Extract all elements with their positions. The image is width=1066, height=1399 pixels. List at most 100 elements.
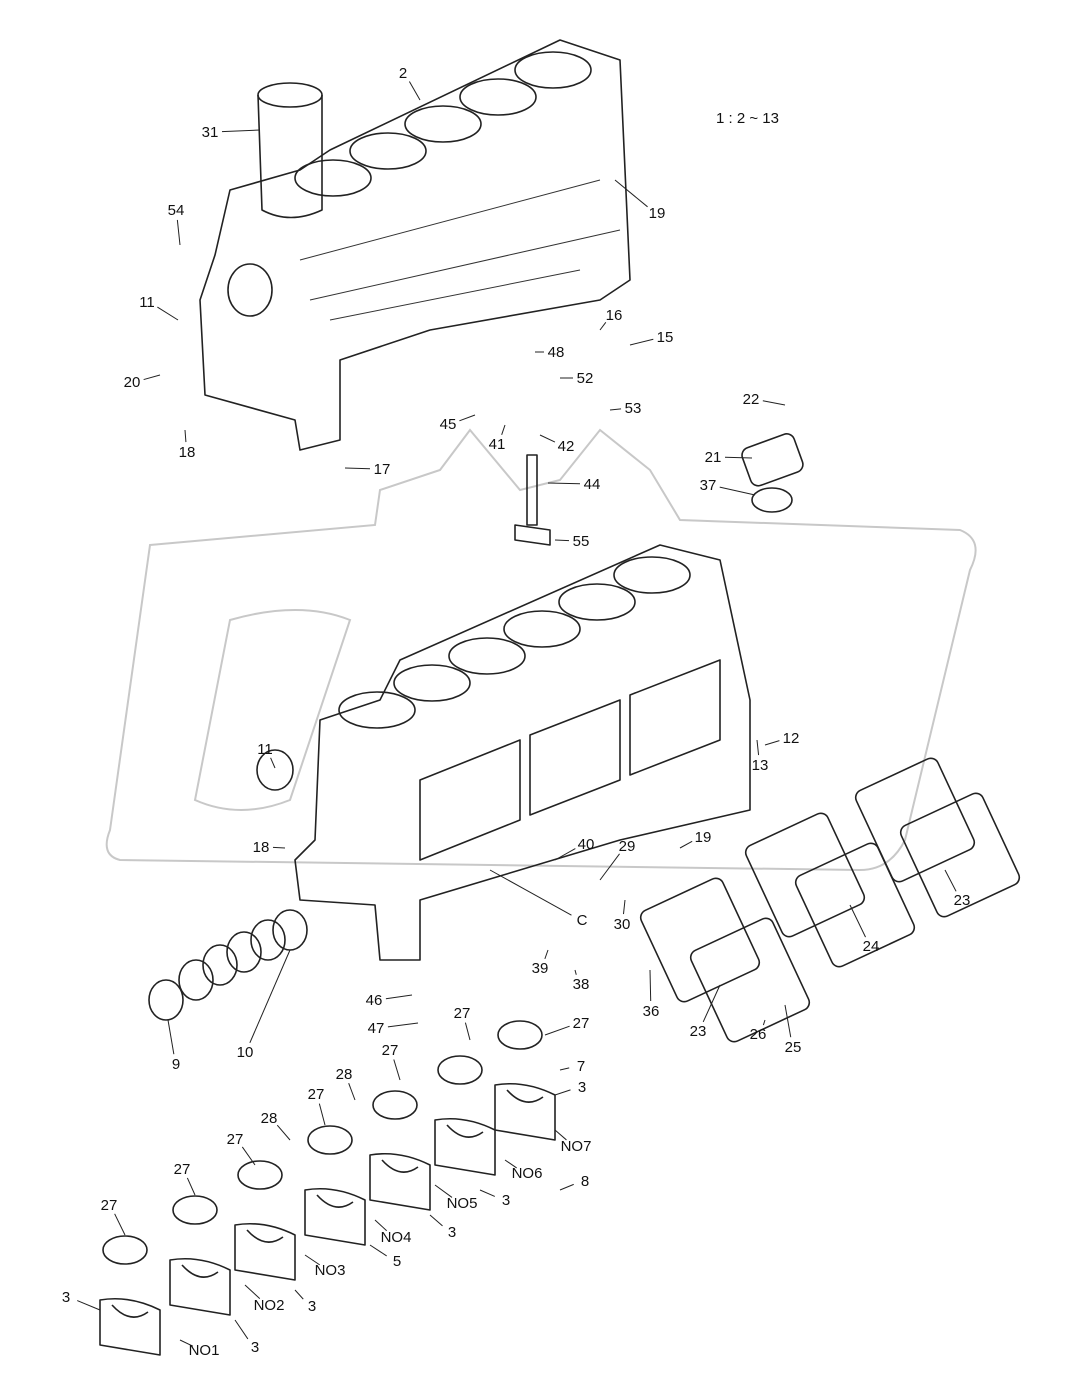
callout-label: 18: [253, 839, 270, 856]
leader-line: [622, 899, 626, 915]
leader-line: [554, 539, 570, 542]
leader-line: [304, 1254, 320, 1266]
callout-label: 20: [124, 374, 141, 391]
leader-line: [272, 846, 286, 849]
bearing-cap: [99, 1297, 161, 1356]
leader-line: [501, 424, 506, 435]
callout-label: 30: [614, 916, 631, 933]
callout-label: NO4: [381, 1229, 412, 1246]
callout-label: NO6: [512, 1165, 543, 1182]
callout-label: 18: [179, 444, 196, 461]
watermark-logo: [105, 428, 977, 872]
callout-label: 28: [336, 1066, 353, 1083]
callout-label: 3: [251, 1339, 259, 1356]
leader-line: [544, 1025, 570, 1036]
leader-line: [764, 740, 780, 746]
cylinder-liner: [257, 82, 323, 219]
leader-line: [114, 1213, 126, 1236]
leader-line: [408, 81, 421, 101]
side-covers-and-gaskets: [514, 433, 1021, 1043]
leader-line: [614, 179, 648, 208]
callout-label: 27: [573, 1015, 590, 1032]
callout-label: 12: [783, 730, 800, 747]
leader-line: [244, 1284, 261, 1299]
leader-line: [385, 994, 413, 1000]
leader-line: [649, 969, 652, 1002]
callout-label: 19: [649, 205, 666, 222]
callout-label: 3: [308, 1298, 316, 1315]
leader-line: [784, 1004, 792, 1038]
leader-line: [559, 1183, 574, 1191]
leader-line: [547, 482, 581, 485]
leader-line: [143, 374, 161, 381]
leader-line: [719, 486, 756, 496]
callout-label: 27: [174, 1161, 191, 1178]
upper-cylinder-block: [199, 39, 631, 451]
callout-label: 25: [785, 1039, 802, 1056]
leader-line: [234, 1319, 249, 1340]
callout-label: NO5: [447, 1195, 478, 1212]
leader-line: [609, 408, 622, 411]
callout-label: 45: [440, 416, 457, 433]
callout-label: 3: [502, 1192, 510, 1209]
callout-label: 27: [382, 1042, 399, 1059]
lower-cylinder-block: [294, 544, 751, 961]
leader-line: [344, 467, 371, 470]
leader-line: [434, 1184, 453, 1198]
callout-label: 3: [448, 1224, 456, 1241]
leader-line: [479, 1189, 495, 1197]
callout-label: 31: [202, 124, 219, 141]
callout-label: 27: [454, 1005, 471, 1022]
callout-label: 13: [752, 757, 769, 774]
callout-label: 9: [172, 1056, 180, 1073]
main-bearing-caps: [99, 1020, 556, 1356]
callout-label: 8: [581, 1173, 589, 1190]
leader-line: [464, 1022, 471, 1041]
leader-line: [762, 400, 786, 406]
callout-label: 22: [743, 391, 760, 408]
leader-line: [702, 984, 721, 1023]
callout-label: 17: [374, 461, 391, 478]
leader-line: [429, 1214, 443, 1227]
callout-label: 15: [657, 329, 674, 346]
leader-line: [276, 1124, 291, 1141]
callout-label: 16: [606, 307, 623, 324]
camshaft-bushings: [148, 749, 308, 1021]
leader-line: [77, 1300, 101, 1311]
main-bearing: [237, 1160, 283, 1190]
leader-line: [393, 1059, 401, 1081]
main-bearing: [437, 1055, 483, 1085]
leader-line: [574, 969, 577, 975]
callout-label: 38: [573, 976, 590, 993]
leader-line: [559, 1067, 570, 1071]
callout-label: 26: [750, 1026, 767, 1043]
callout-label: 24: [863, 938, 880, 955]
leader-line: [554, 1089, 571, 1096]
callout-label: 28: [261, 1110, 278, 1127]
callout-label: 41: [489, 436, 506, 453]
callout-label: 11: [139, 294, 155, 311]
callout-label: 23: [954, 892, 971, 909]
leader-lines: [77, 81, 957, 1347]
leader-line: [318, 1103, 326, 1126]
leader-line: [270, 757, 276, 769]
leader-line: [599, 322, 607, 331]
leader-line: [679, 840, 693, 849]
callout-label: 11: [257, 741, 273, 758]
callout-label: 3: [62, 1289, 70, 1306]
leader-line: [489, 869, 572, 916]
main-bearing: [102, 1235, 148, 1265]
scale-note: 1 : 2 ~ 13: [716, 110, 779, 127]
leader-line: [544, 949, 549, 960]
callout-label: 55: [573, 533, 590, 550]
leader-line: [249, 949, 291, 1044]
bearing-cap: [304, 1187, 366, 1246]
callout-label: 37: [700, 477, 717, 494]
leader-line: [554, 1129, 567, 1141]
callout-label: 5: [393, 1253, 401, 1270]
callout-label: NO7: [561, 1138, 592, 1155]
leader-line: [539, 434, 556, 443]
leader-line: [849, 904, 866, 938]
callout-label: 42: [558, 438, 575, 455]
